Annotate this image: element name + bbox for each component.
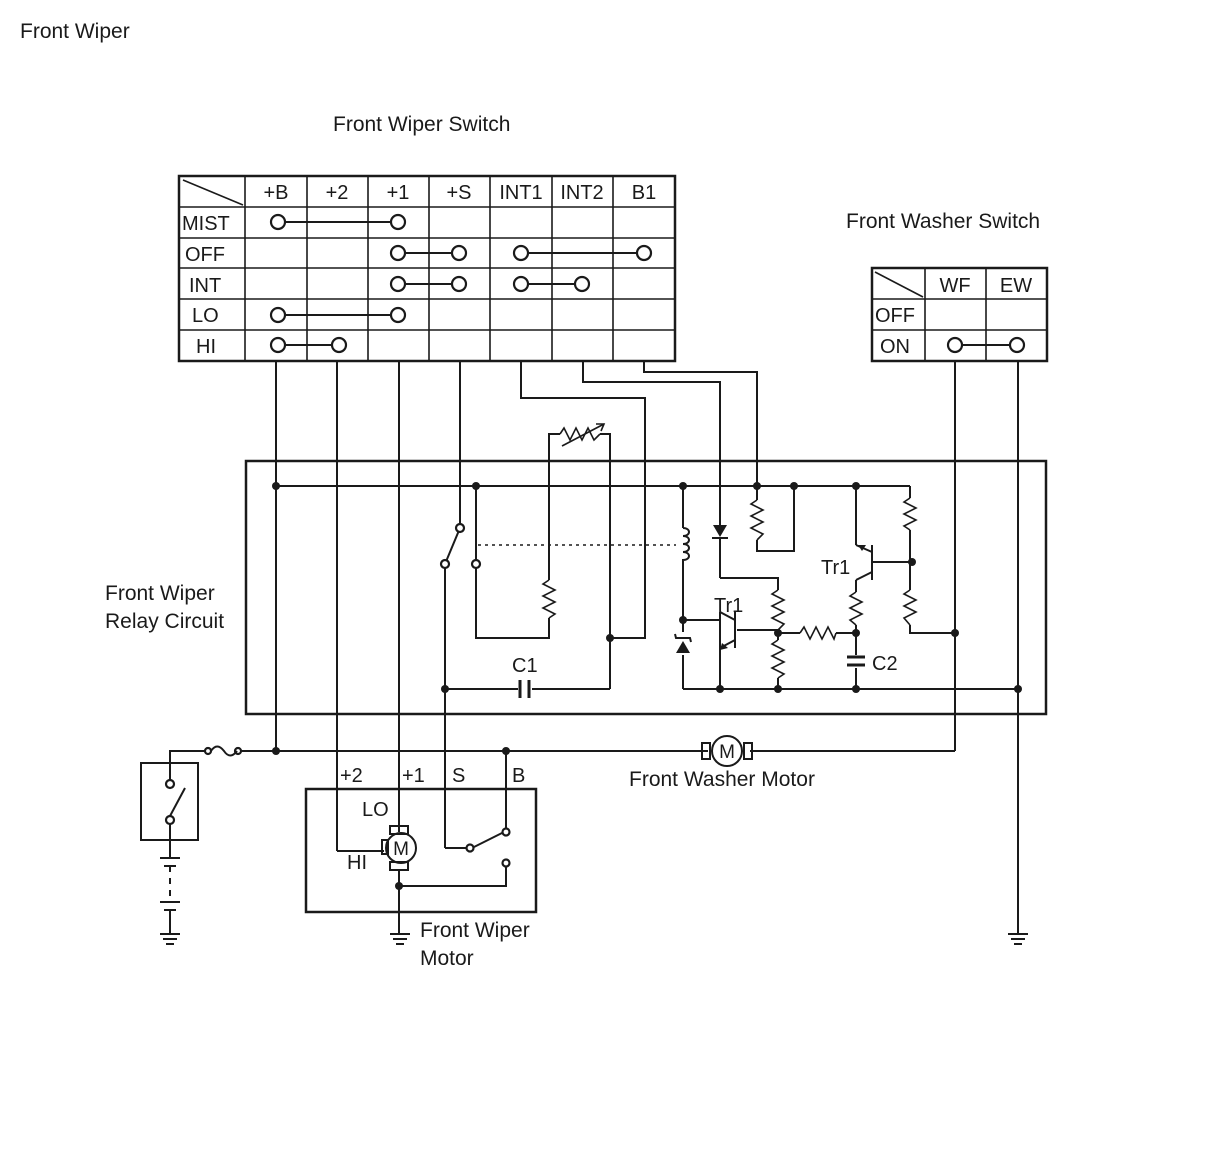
- contact-off-s: [450, 244, 468, 262]
- wiper-motor: +2 +1 S B LO HI M Front Wiper Motor: [304, 689, 538, 970]
- washer-switch-title: Front Washer Switch: [846, 210, 1040, 233]
- contact-hi-b: [269, 336, 287, 354]
- motor-terminal-+1: +1: [402, 765, 425, 787]
- washer-row-ON: ON: [880, 336, 910, 358]
- ground-washer-icon: [1008, 933, 1028, 945]
- wiper-switch-table: Front Wiper Switch +B +2 +1 +S INT1 INT2…: [177, 113, 677, 363]
- washer-motor: M Front Washer Motor: [629, 735, 815, 791]
- washer-row-OFF: OFF: [875, 305, 915, 327]
- washer-col-EW: EW: [1000, 275, 1032, 297]
- col-header-+2: +2: [326, 182, 349, 204]
- col-header-B1: B1: [632, 182, 656, 204]
- c2-label: C2: [872, 653, 898, 675]
- row-label-HI: HI: [196, 336, 216, 358]
- supply-bus: [169, 750, 955, 780]
- contact-mist-b: [269, 213, 287, 231]
- col-header-INT1: INT1: [499, 182, 542, 204]
- contact-off-int1: [512, 244, 530, 262]
- col-header-INT2: INT2: [560, 182, 603, 204]
- relay-coil: [478, 527, 690, 565]
- resistors: [541, 497, 918, 679]
- motor-hi-label: HI: [347, 852, 367, 874]
- relay-circuit: Front Wiper Relay Circuit: [105, 423, 1048, 716]
- ground-motor-icon: [390, 933, 410, 945]
- row-label-MIST: MIST: [182, 213, 230, 235]
- col-header-+B: +B: [263, 182, 288, 204]
- washer-switch-table: Front Washer Switch WF EW OFF ON: [846, 210, 1049, 363]
- ignition-switch: [140, 762, 199, 858]
- wiper-switch-connections: [269, 213, 653, 354]
- motor-terminal-+2: +2: [340, 765, 363, 787]
- wiper-motor-label-line1: Front Wiper: [420, 919, 530, 942]
- wiper-motor-symbol: M: [393, 839, 409, 860]
- wiper-motor-label-line2: Motor: [420, 947, 474, 970]
- contact-int-s: [450, 275, 468, 293]
- row-label-OFF: OFF: [185, 244, 225, 266]
- relay-switch: [439, 522, 482, 570]
- contact-mist-1: [389, 213, 407, 231]
- washer-col-WF: WF: [939, 275, 970, 297]
- page-title: Front Wiper: [20, 20, 130, 43]
- col-header-+1: +1: [387, 182, 410, 204]
- contact-off-1: [389, 244, 407, 262]
- relay-label-line1: Front Wiper: [105, 582, 215, 605]
- c1-label: C1: [512, 655, 538, 677]
- contact-off-b1: [635, 244, 653, 262]
- motor-terminal-B: B: [512, 765, 525, 787]
- contact-lo-1: [389, 306, 407, 324]
- capacitor-c1: C1: [512, 655, 538, 698]
- capacitor-c2: C2: [847, 653, 898, 675]
- contact-int-int2: [573, 275, 591, 293]
- row-label-INT: INT: [189, 275, 221, 297]
- transistor-tr1-upper: Tr1: [821, 544, 873, 581]
- motor-terminal-S: S: [452, 765, 465, 787]
- transistor-tr1-lower: Tr1: [714, 595, 743, 650]
- relay-label-line2: Relay Circuit: [105, 610, 224, 633]
- variable-resistor: [559, 423, 606, 447]
- motor-lo-label: LO: [362, 799, 389, 821]
- battery: [160, 857, 180, 934]
- washer-motor-label: Front Washer Motor: [629, 768, 815, 791]
- tr1-upper-label: Tr1: [821, 557, 850, 579]
- contact-on-ew: [1008, 336, 1026, 354]
- col-header-+S: +S: [446, 182, 471, 204]
- fuse: [203, 745, 243, 757]
- contact-lo-b: [269, 306, 287, 324]
- row-label-LO: LO: [192, 305, 219, 327]
- contact-int-int1: [512, 275, 530, 293]
- ground-battery-icon: [160, 933, 180, 945]
- wiper-switch-title: Front Wiper Switch: [333, 113, 510, 136]
- tr1-lower-label: Tr1: [714, 595, 743, 617]
- diode: [712, 525, 728, 539]
- contact-hi-2: [330, 336, 348, 354]
- contact-int-1: [389, 275, 407, 293]
- contact-on-wf: [946, 336, 964, 354]
- zener-diode: [674, 633, 692, 653]
- washer-motor-symbol: M: [719, 742, 735, 763]
